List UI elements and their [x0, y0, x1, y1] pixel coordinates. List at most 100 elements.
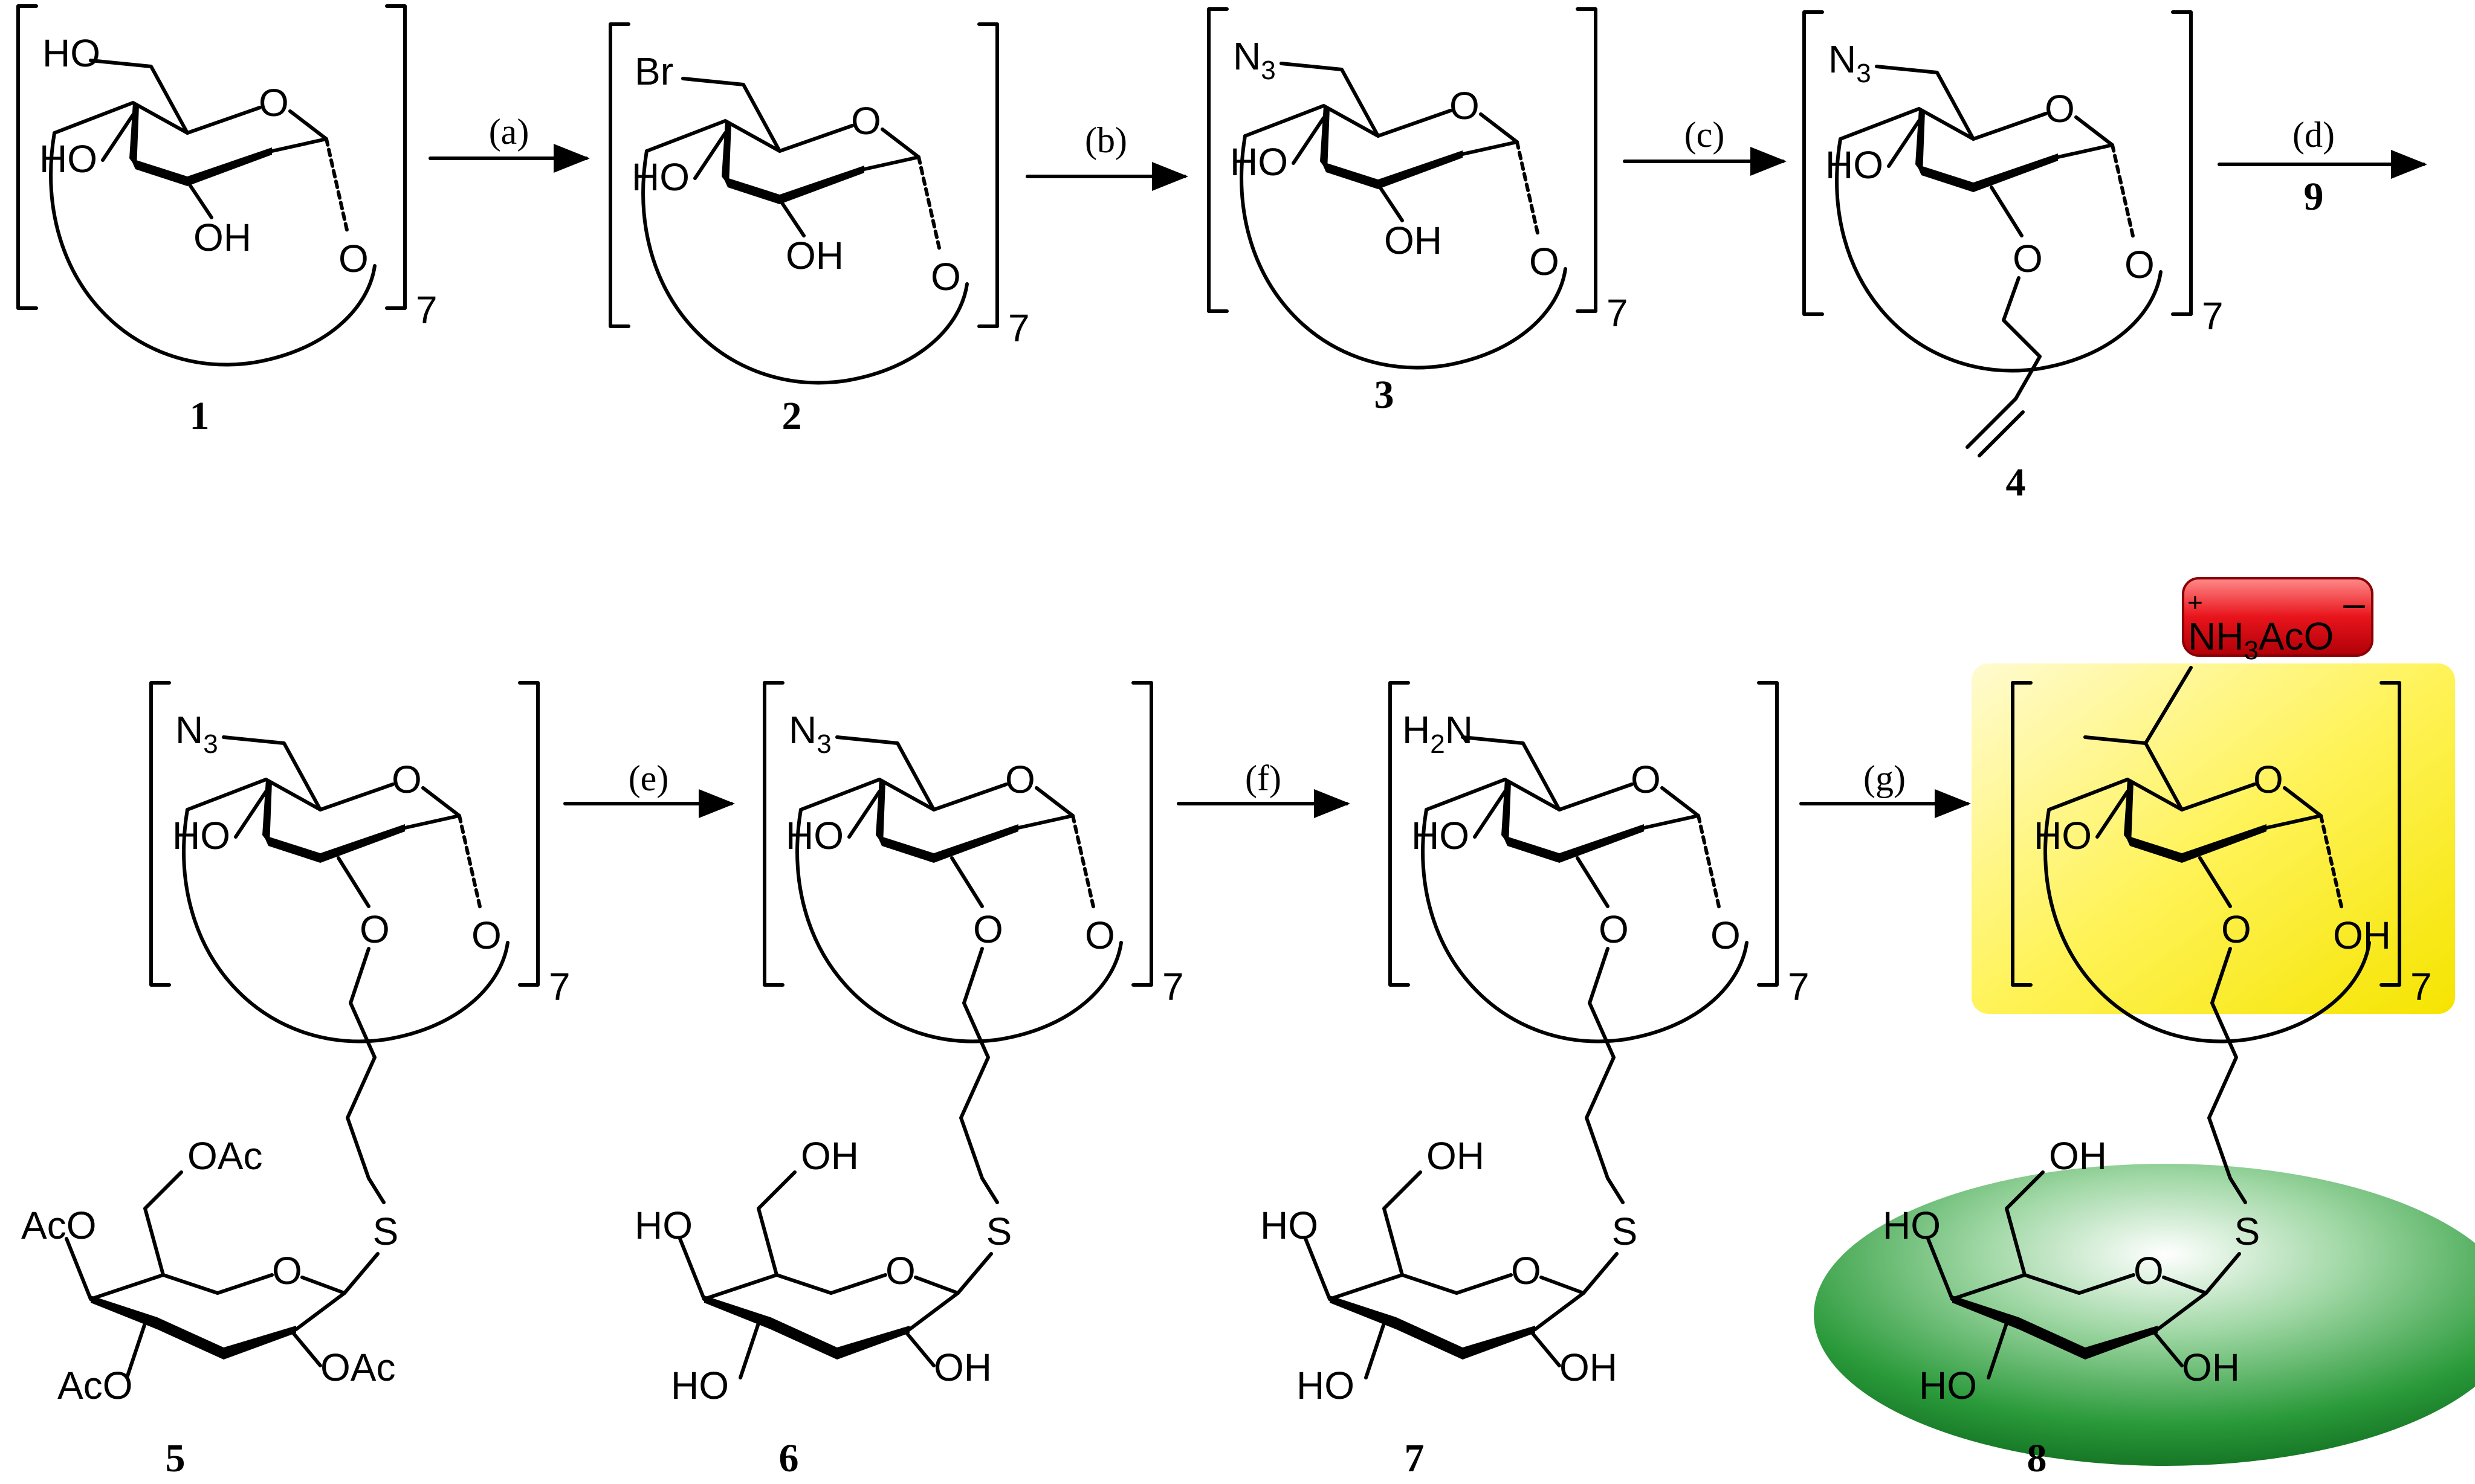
c6-substituent: N3	[1233, 34, 1276, 85]
sugar-wedge-bond	[2085, 1326, 2158, 1360]
c3-hydroxyl: HO	[632, 155, 690, 199]
c3-hydroxyl: HO	[172, 814, 230, 857]
glycosidic-oxygen: O	[1710, 914, 1741, 957]
c2-bond	[1990, 186, 2024, 237]
macrocycle-arc	[49, 131, 377, 367]
c2-oxygen: O	[2013, 237, 2043, 280]
ring-bond	[1425, 778, 1561, 811]
glycosidic-oxygen: O	[931, 255, 961, 298]
ring-bond	[778, 124, 854, 153]
ring-oxygen: O	[392, 758, 422, 801]
c6-bond	[222, 735, 322, 811]
sugar-c4-bond	[678, 1237, 706, 1301]
c6-substituent: N3	[175, 708, 218, 759]
ring-bond	[2283, 786, 2323, 818]
wedge-bond	[262, 779, 272, 845]
anomeric-bond	[2111, 143, 2135, 240]
ring-bond	[421, 786, 461, 818]
sugar-ring-bond	[89, 1273, 219, 1301]
ring-bond	[1243, 104, 1380, 138]
c2-bond	[186, 179, 213, 219]
step-label-g: (g)	[1863, 758, 1906, 798]
wedge-bond	[876, 779, 885, 845]
c6-bond	[681, 77, 781, 153]
sugar-wedge-bond	[837, 1326, 910, 1360]
c2-bond	[1376, 182, 1404, 222]
wedge-bond	[1915, 109, 1925, 174]
sugar-o4: HO	[1260, 1204, 1318, 1247]
bracket-right	[1576, 7, 1597, 313]
sulfur-atom: S	[373, 1210, 399, 1253]
glycosidic-oxygen: O	[338, 237, 369, 280]
ring-bond	[1972, 112, 2048, 141]
ring-bond	[2180, 782, 2256, 811]
compound-number: 4	[2006, 460, 2026, 505]
wedge-bond	[877, 835, 934, 863]
c3-hydroxyl: HO	[1230, 140, 1288, 184]
step-label-d: (d)	[2292, 115, 2335, 155]
anomeric-bond	[2319, 814, 2344, 911]
bracket-right	[1757, 681, 1779, 987]
c3-bond	[1887, 119, 1921, 168]
sugar-wedge-bond	[1330, 1295, 1396, 1329]
sugar-o4: HO	[1883, 1204, 1941, 1247]
step-label-b: (b)	[1085, 120, 1127, 160]
wedge-bond	[1378, 150, 1463, 189]
macrocycle-arc	[1421, 808, 1749, 1044]
sugar-ring-bond	[1455, 1273, 1513, 1295]
ring-bond	[270, 137, 328, 153]
ring-bond	[288, 109, 328, 141]
macrocycle-arc	[1835, 137, 2163, 373]
step-label-e: (e)	[629, 758, 669, 798]
sugar-ring-oxygen: O	[1511, 1249, 1541, 1292]
bracket-left	[16, 4, 38, 310]
ring-bond	[1839, 107, 1975, 141]
bracket-right	[385, 4, 407, 310]
wedge-bond	[320, 824, 405, 863]
step-label-c: (c)	[1684, 115, 1725, 155]
c3-bond	[1473, 790, 1507, 839]
repeat-count: 7	[2410, 965, 2432, 1008]
sugar-wedge-bond	[1463, 1326, 1535, 1360]
c6-bond	[835, 735, 936, 811]
ring-bond	[1461, 140, 1519, 156]
propyl-linker	[1585, 947, 1625, 1204]
c3-hydroxyl: HO	[1825, 143, 1883, 187]
glycosidic-oxygen: O	[471, 914, 502, 957]
anomeric-bond	[1515, 140, 1540, 237]
anomeric-bond	[458, 814, 482, 911]
macrocycle-arc	[641, 149, 969, 385]
bracket-left	[1802, 10, 1824, 316]
c6-bond	[89, 59, 189, 135]
glycosidic-oxygen: O	[2124, 243, 2155, 286]
macrocycle-arc	[795, 808, 1123, 1044]
wedge-bond	[722, 121, 731, 186]
propyl-linker	[2207, 947, 2247, 1204]
ring-bond	[2265, 814, 2323, 830]
sugar-wedge-bond	[2019, 1317, 2085, 1360]
c6-substituent: HO	[42, 31, 100, 75]
bracket-left	[2011, 681, 2033, 987]
ring-bond	[186, 778, 322, 811]
c2-hydroxyl: OH	[1384, 219, 1442, 262]
propyl-linker	[959, 947, 999, 1204]
sugar-o4: HO	[635, 1204, 693, 1247]
sugar-ring-bond	[1533, 1291, 1585, 1331]
c3-bond	[101, 113, 135, 162]
compound-number: 6	[779, 1436, 799, 1480]
bracket-left	[763, 681, 785, 987]
sugar-o6: OH	[2049, 1134, 2107, 1178]
wedge-bond	[2125, 835, 2182, 863]
thioglycoside-bond	[956, 1252, 993, 1295]
propyl-linker	[346, 947, 386, 1204]
sugar-wedge-bond	[1396, 1317, 1463, 1360]
compound-number: 2	[782, 394, 802, 438]
ring-bond	[645, 119, 781, 153]
sugar-c4-bond	[1304, 1237, 1331, 1301]
c6-bond	[1280, 62, 1380, 138]
ring-bond	[319, 782, 395, 811]
wedge-bond	[723, 176, 780, 204]
repeat-count: 7	[416, 288, 438, 332]
